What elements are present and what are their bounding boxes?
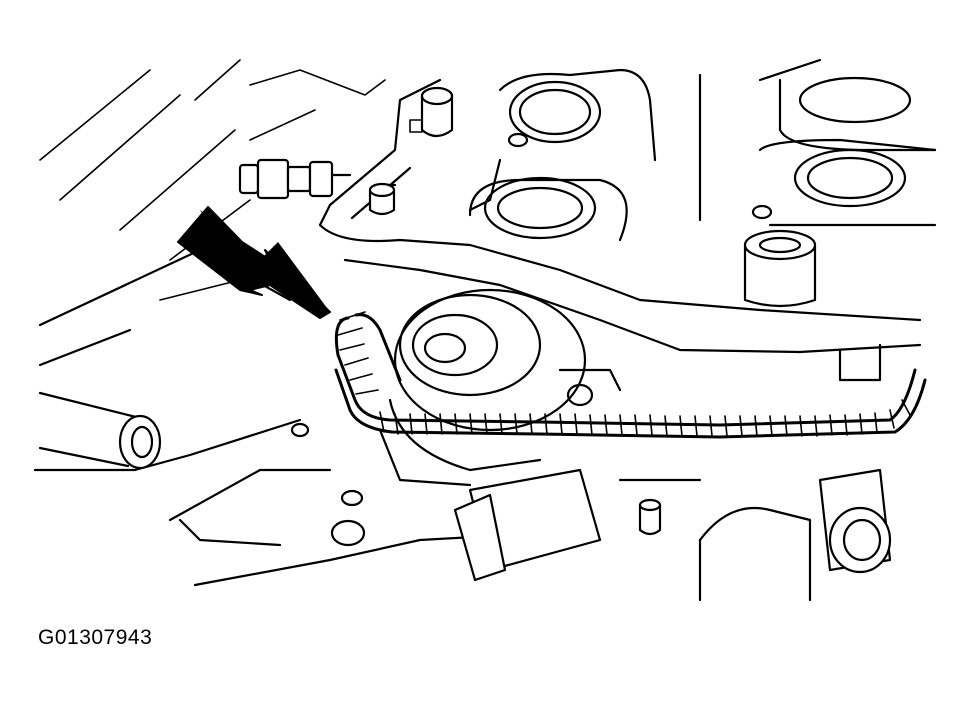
coolant-outlet [618,343,892,602]
arrow-icon [177,206,331,319]
fuel-line-fitting [238,158,352,200]
engine-block-ribs [39,59,386,261]
right-vacuum-port [743,229,817,308]
figure-code: G01307943 [38,626,153,649]
manifold-studs [368,86,454,216]
valve-assembly [378,288,622,487]
wire-harness [334,311,927,439]
left-hose [38,391,162,470]
intake-ports [468,58,937,242]
sensor-connector [290,422,602,582]
